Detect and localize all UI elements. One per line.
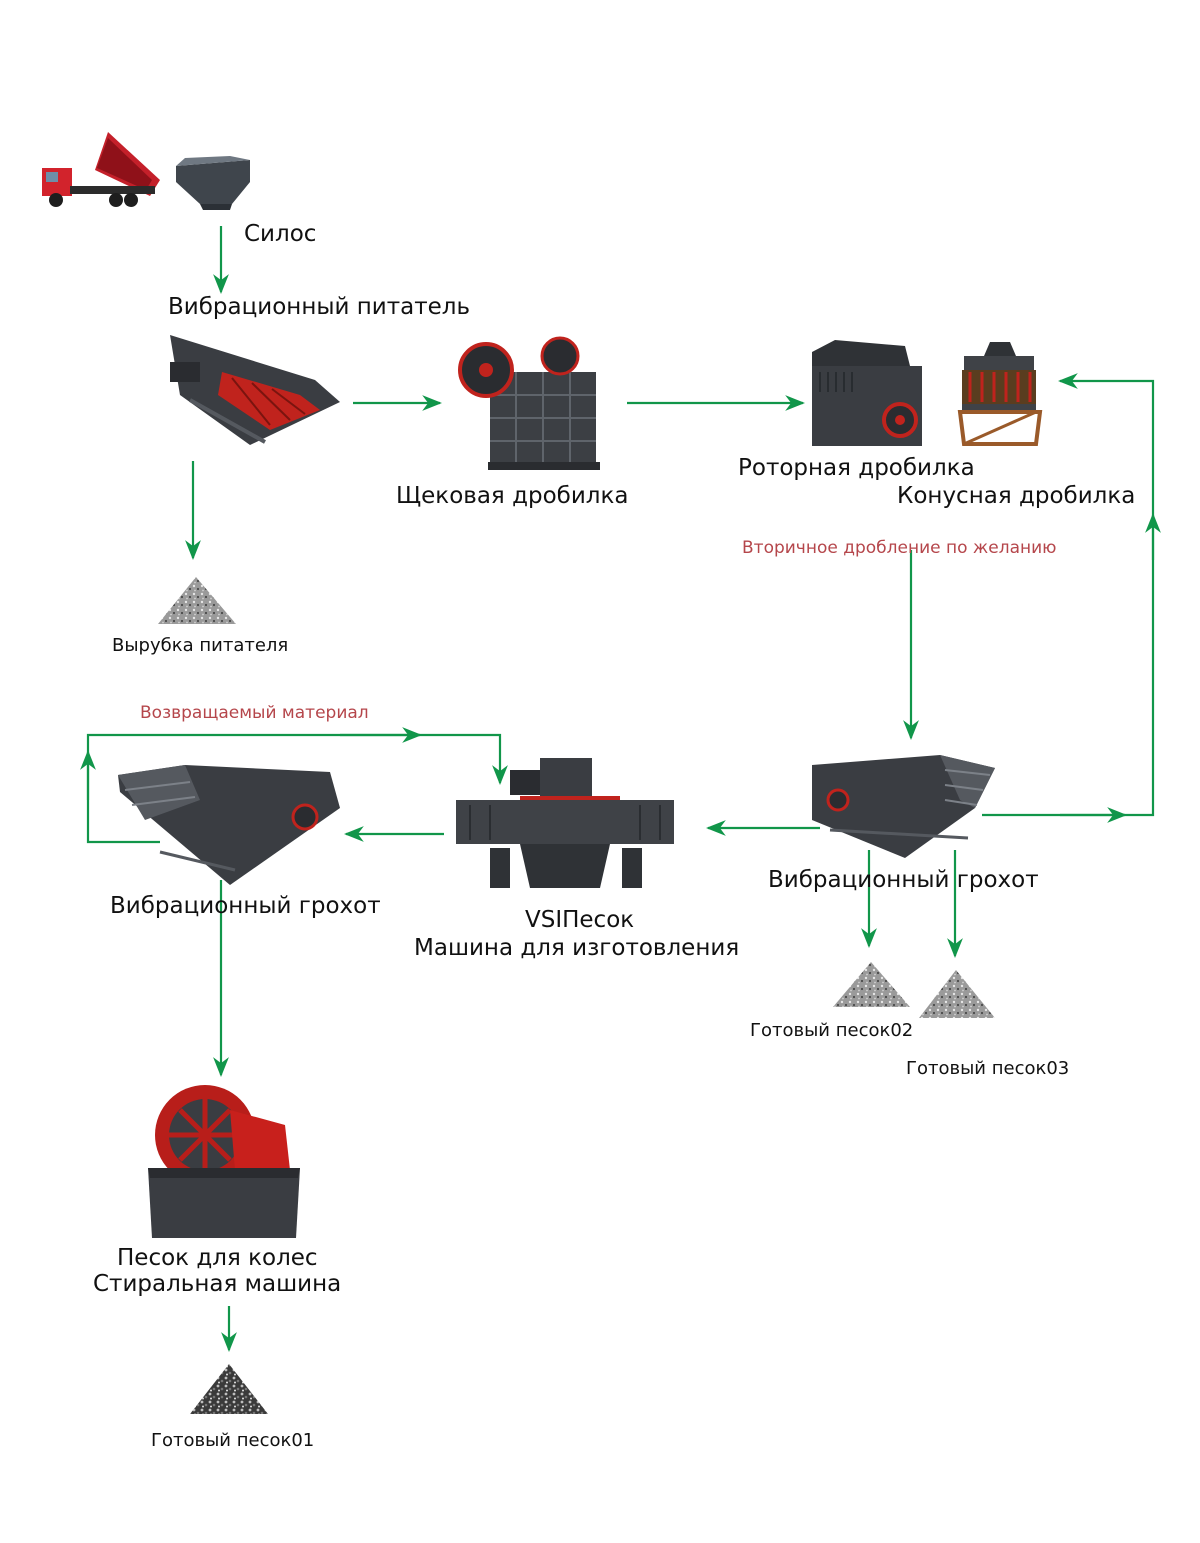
vsi-sand-making-machine-icon <box>456 758 674 888</box>
jaw-crusher-icon <box>458 336 600 470</box>
vibrating-screen-left-icon <box>118 765 340 885</box>
arrow-screen-return-loop <box>982 373 1155 817</box>
label-washer-line1: Песок для колес <box>117 1245 318 1271</box>
label-vsi-line1: VSIПесок <box>525 907 635 933</box>
sand-pile-feeder-cut-icon <box>158 577 236 624</box>
label-vibrating-screen-left: Вибрационный грохот <box>110 893 381 919</box>
label-vibrating-feeder: Вибрационный питатель <box>168 294 471 320</box>
label-washer-line2: Стиральная машина <box>93 1271 342 1297</box>
sand-pile-02-icon <box>833 962 910 1007</box>
label-return-material-note: Возвращаемый материал <box>140 703 369 723</box>
dump-truck-icon <box>42 132 160 207</box>
label-silo: Силос <box>244 221 317 247</box>
label-vsi-line2: Машина для изготовления <box>414 935 740 961</box>
sand-washer-icon <box>148 1085 300 1238</box>
label-rotor-crusher: Роторная дробилка <box>738 455 975 481</box>
vibrating-feeder-icon <box>170 335 340 445</box>
sand-pile-01-icon <box>190 1364 268 1414</box>
label-sand03: Готовый песок03 <box>906 1058 1070 1079</box>
arrow-return-material-loop <box>86 733 508 844</box>
label-cone-crusher: Конусная дробилка <box>897 483 1136 509</box>
label-secondary-crushing-note: Вторичное дробление по желанию <box>742 538 1057 558</box>
label-jaw-crusher: Щековая дробилка <box>396 483 629 509</box>
rotor-crusher-icon <box>812 340 922 446</box>
flow-arrows <box>80 226 1161 1352</box>
label-sand02: Готовый песок02 <box>750 1020 914 1041</box>
cone-crusher-icon <box>957 342 1043 446</box>
silo-hopper-icon <box>176 156 250 210</box>
label-feeder-cut: Вырубка питателя <box>112 635 289 656</box>
sand-pile-03-icon <box>919 970 995 1018</box>
label-vibrating-screen-right: Вибрационный грохот <box>768 867 1039 893</box>
label-sand01: Готовый песок01 <box>151 1430 315 1451</box>
vibrating-screen-right-icon <box>812 755 995 858</box>
